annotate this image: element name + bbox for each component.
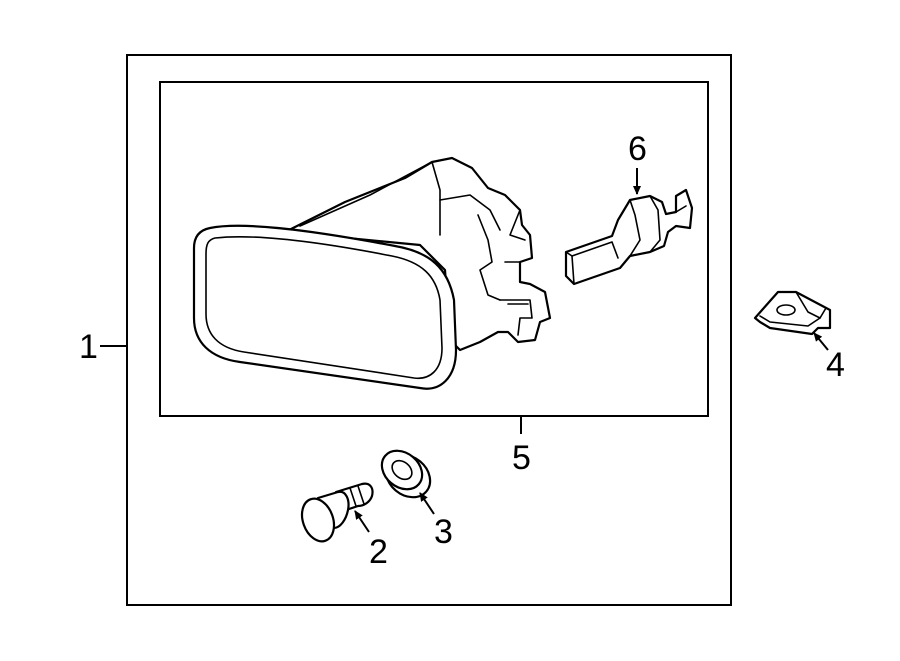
callout-5: 5 [512,439,531,477]
callout-4: 4 [826,346,845,384]
subassembly-frame [159,81,709,417]
callout-6: 6 [628,130,647,168]
screw-icon [300,482,374,543]
callout-2: 2 [369,533,388,571]
arrow-3 [419,492,435,515]
callout-1: 1 [79,328,98,366]
grommet-icon [380,449,432,499]
assembly-frame [126,54,732,606]
bulb-icon [564,188,694,286]
fog-lamp-housing-icon [192,156,552,390]
arrow-4 [813,332,829,351]
callout-3: 3 [434,513,453,551]
bracket-icon [753,290,832,336]
arrow-2 [354,510,370,533]
